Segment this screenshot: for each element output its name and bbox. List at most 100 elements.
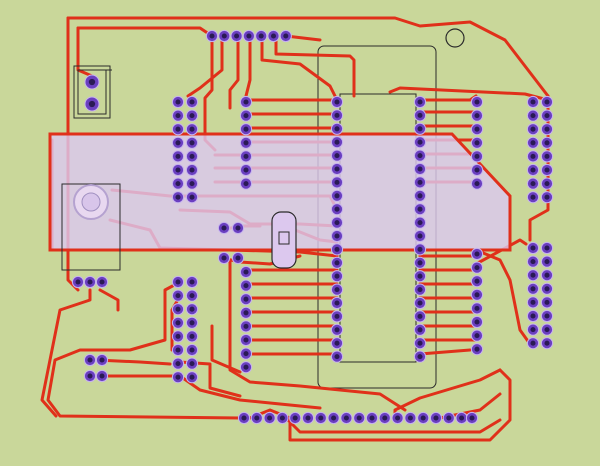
header-left-single-pad-1-hole bbox=[243, 99, 249, 105]
header-right-single-upper-pad-3-hole bbox=[474, 126, 480, 132]
dip-ic-socket-left-pad-9-hole bbox=[334, 206, 340, 212]
dip-ic-socket-left-pad-2-hole bbox=[334, 112, 340, 118]
header-2x8-right-lower-a-pad-6-hole bbox=[530, 313, 536, 319]
header-left-single-pad-6-hole bbox=[243, 167, 249, 173]
header-left-single-pad-3-hole bbox=[243, 126, 249, 132]
pin-row-bottom-pad-2-hole bbox=[254, 415, 260, 421]
header-2x8-left-lower-a-pad-1-hole bbox=[175, 279, 181, 285]
dip-ic-socket-right-pad-5-hole bbox=[417, 153, 423, 159]
header-2x8-left-lower-a-pad-2-hole bbox=[175, 293, 181, 299]
header-2x8-right-upper-a-pad-6-hole bbox=[530, 167, 536, 173]
header-2x8-right-upper-a-pad-7-hole bbox=[530, 181, 536, 187]
dip-ic-socket-right-pad-11-hole bbox=[417, 233, 423, 239]
header-2x8-left-upper-b-pad-3-hole bbox=[189, 126, 195, 132]
dip-ic-socket-left-pad-7-hole bbox=[334, 179, 340, 185]
header-right-single-lower-pad-8-hole bbox=[474, 346, 480, 352]
header-2x2-small-pad-3-hole bbox=[87, 373, 93, 379]
header-2x2-small-pad-1-hole bbox=[87, 357, 93, 363]
header-2x8-left-upper-b-pad-6-hole bbox=[189, 167, 195, 173]
header-2x8-right-lower-b-pad-4-hole bbox=[544, 286, 550, 292]
dip-ic-socket-right-pad-9-hole bbox=[417, 206, 423, 212]
crystal-cap-pad-1-hole bbox=[221, 225, 227, 231]
header-2x8-left-upper-a-pad-3-hole bbox=[175, 126, 181, 132]
dip-ic-socket-right-pad-18-hole bbox=[417, 327, 423, 333]
header-2x8-left-upper-a-pad-6-hole bbox=[175, 167, 181, 173]
header-left-lower-single-pad-1-hole bbox=[243, 269, 249, 275]
header-2x8-right-lower-b-pad-1-hole bbox=[544, 245, 550, 251]
dip-ic-socket-right-pad-16-hole bbox=[417, 300, 423, 306]
dip-ic-socket-left-pad-17-hole bbox=[334, 313, 340, 319]
dip-ic-socket-left-pad-14-hole bbox=[334, 273, 340, 279]
header-2x8-right-upper-a-pad-1-hole bbox=[530, 99, 536, 105]
pin-row-bottom-extra-pad-hole bbox=[469, 415, 475, 421]
header-2x8-right-lower-a-pad-7-hole bbox=[530, 327, 536, 333]
pin-row-bottom-pad-3-hole bbox=[267, 415, 273, 421]
header-right-single-lower-pad-5-hole bbox=[474, 305, 480, 311]
header-left-single-pad-7-hole bbox=[243, 181, 249, 187]
connector-2pin-left bbox=[73, 65, 112, 119]
header-left-single-pad-4-hole bbox=[243, 140, 249, 146]
connector-2pin-left-pad-1-hole bbox=[88, 78, 96, 86]
header-2x8-left-lower-a-pad-8-hole bbox=[175, 374, 181, 380]
header-2x8-left-lower-a-pad-6-hole bbox=[175, 347, 181, 353]
header-2x8-right-lower-a-pad-2-hole bbox=[530, 259, 536, 265]
header-2x8-right-lower-b-pad-5-hole bbox=[544, 299, 550, 305]
header-2x8-right-upper-b-pad-6-hole bbox=[544, 167, 550, 173]
header-right-single-upper-pad-6-hole bbox=[474, 167, 480, 173]
header-2x8-right-upper-a-pad-3-hole bbox=[530, 126, 536, 132]
header-2x8-left-upper-b-pad-7-hole bbox=[189, 181, 195, 187]
header-2x8-right-lower-a-pad-1-hole bbox=[530, 245, 536, 251]
header-2x8-right-lower-a-pad-3-hole bbox=[530, 272, 536, 278]
header-right-single-upper-pad-4-hole bbox=[474, 140, 480, 146]
pin-row-bottom-pad-9-hole bbox=[343, 415, 349, 421]
trimmer-potentiometer bbox=[61, 183, 121, 271]
header-right-single-lower-pad-7-hole bbox=[474, 333, 480, 339]
header-2x8-left-upper-b-pad-8-hole bbox=[189, 194, 195, 200]
dip-ic-socket-left-pad-3-hole bbox=[334, 126, 340, 132]
dip-ic-socket-right-pad-13-hole bbox=[417, 260, 423, 266]
header-6pin-top-pad-6-hole bbox=[270, 33, 277, 39]
dip-ic-socket-left-pad-5-hole bbox=[334, 153, 340, 159]
dip-ic-socket-right-pad-4-hole bbox=[417, 139, 423, 145]
pin-row-bottom-pad-10-hole bbox=[356, 415, 362, 421]
header-2x2-small-pad-4-hole bbox=[99, 373, 105, 379]
pin-row-bottom-pad-11-hole bbox=[369, 415, 375, 421]
header-2x8-right-upper-a-pad-4-hole bbox=[530, 140, 536, 146]
pin-row-bottom-pad-5-hole bbox=[292, 415, 298, 421]
pin-row-bottom-pad-6-hole bbox=[305, 415, 311, 421]
header-6pin-top-pad-4-hole bbox=[246, 33, 252, 39]
header-2x8-right-upper-b-pad-4-hole bbox=[544, 140, 550, 146]
header-2x8-right-upper-a-pad-8-hole bbox=[530, 194, 536, 200]
header-2x8-left-upper-a-pad-7-hole bbox=[175, 181, 181, 187]
header-2x8-right-upper-b-pad-7-hole bbox=[544, 181, 550, 187]
header-2x8-left-upper-b-pad-5-hole bbox=[189, 153, 195, 159]
header-left-single-pad-2-hole bbox=[243, 113, 249, 119]
header-right-single-lower-pad-6-hole bbox=[474, 319, 480, 325]
header-2x8-left-lower-a-pad-3-hole bbox=[175, 306, 181, 312]
dip-ic-socket-left-pad-1-hole bbox=[334, 99, 340, 105]
pin-row-bottom-pad-18-hole bbox=[459, 415, 465, 421]
header-2x8-right-lower-b-pad-8-hole bbox=[544, 340, 550, 346]
header-2x8-right-upper-b-pad-3-hole bbox=[544, 126, 550, 132]
header-2x8-left-lower-b-pad-1-hole bbox=[189, 279, 195, 285]
dip-ic-socket-left-pad-13-hole bbox=[334, 260, 340, 266]
pin-row-bottom-pad-1-hole bbox=[241, 415, 247, 421]
header-left-lower-single-pad-2-hole bbox=[243, 283, 249, 289]
header-2x8-left-upper-a-pad-1-hole bbox=[175, 99, 181, 105]
pin-row-bottom-pad-14-hole bbox=[407, 415, 413, 421]
header-2x8-left-lower-b-pad-5-hole bbox=[189, 333, 195, 339]
header-2x8-left-upper-a-pad-2-hole bbox=[175, 113, 181, 119]
header-left-lower-single-pad-4-hole bbox=[243, 310, 249, 316]
header-2x8-left-lower-a-pad-5-hole bbox=[175, 333, 181, 339]
crystal-cap-pad-2-hole bbox=[235, 225, 241, 231]
pin-row-bottom-pad-8-hole bbox=[331, 415, 337, 421]
dip-ic-socket-right-pad-3-hole bbox=[417, 126, 423, 132]
header-left-lower-single-pad-3-hole bbox=[243, 296, 249, 302]
dip-ic-socket-right-pad-7-hole bbox=[417, 179, 423, 185]
header-2x8-right-upper-b-pad-8-hole bbox=[544, 194, 550, 200]
dip-ic-socket-right-pad-1-hole bbox=[417, 99, 423, 105]
dip-ic-socket-left-pad-20-hole bbox=[334, 354, 340, 360]
pin-row-bottom-pad-7-hole bbox=[318, 415, 324, 421]
header-6pin-top-pad-3-hole bbox=[234, 33, 240, 39]
